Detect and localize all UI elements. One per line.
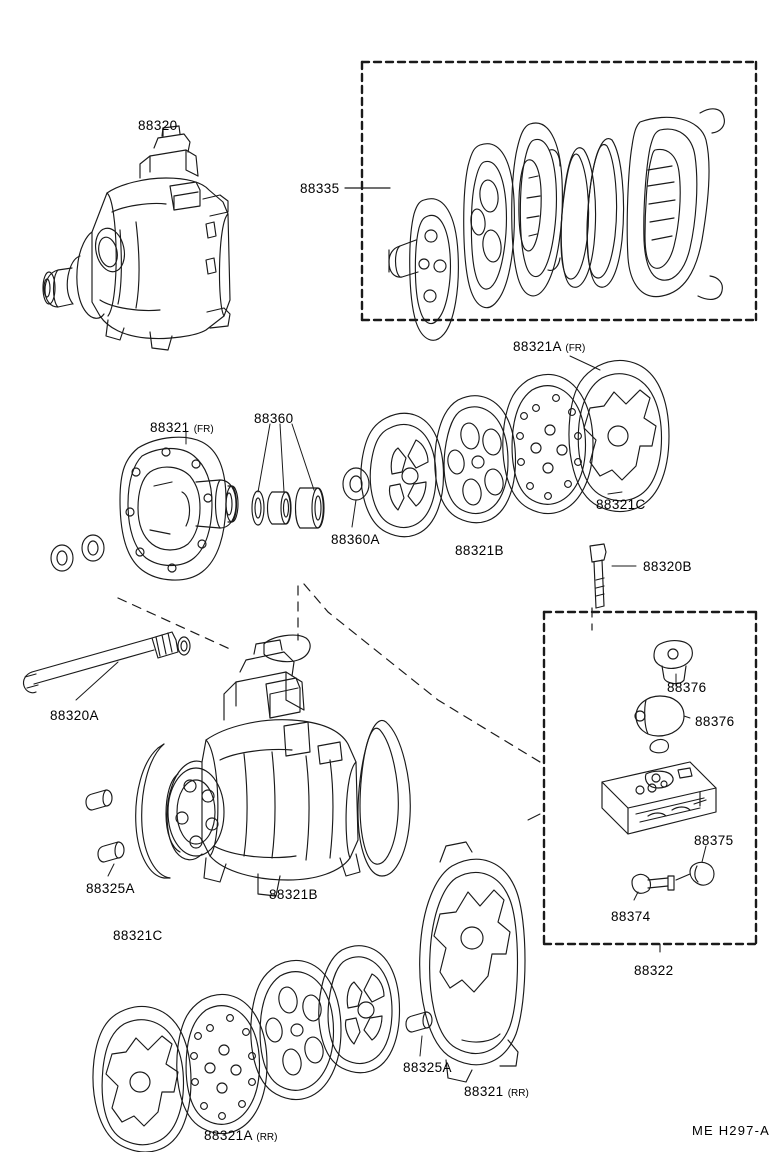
label-88335: 88335 bbox=[300, 181, 340, 196]
label-88360: 88360 bbox=[254, 411, 294, 426]
part-88335-rotor-shaft bbox=[388, 198, 459, 341]
label-88322: 88322 bbox=[634, 963, 674, 978]
label-88321C-bottom: 88321C bbox=[113, 928, 163, 943]
part-88321-perforated-plate bbox=[502, 373, 594, 515]
part-88321-fr-front-head bbox=[119, 436, 239, 581]
assembly-guide-lines bbox=[117, 583, 593, 763]
label-88321A-rr: 88321A (RR) bbox=[204, 1128, 278, 1143]
part-valve-plate-bottom bbox=[318, 945, 401, 1074]
part-88321B-mid bbox=[360, 412, 445, 538]
part-88322-thermostat bbox=[601, 761, 717, 835]
label-88321C-mid: 88321C bbox=[596, 497, 646, 512]
part-main-compressor-body bbox=[135, 634, 411, 897]
part-88335-cylinder bbox=[463, 143, 515, 309]
label-88376-bulb: 88376 bbox=[695, 714, 735, 729]
part-88374-screw bbox=[631, 873, 675, 894]
part-88335-valve-plate bbox=[511, 122, 563, 297]
label-88321-fr: 88321 (FR) bbox=[150, 420, 214, 435]
part-88375-clip bbox=[675, 861, 715, 886]
label-88320A: 88320A bbox=[50, 708, 99, 723]
part-88321C-mid bbox=[568, 359, 670, 513]
sheet-code: ME H297-A bbox=[692, 1123, 770, 1138]
label-88320: 88320 bbox=[138, 118, 178, 133]
part-88325A-pins-left bbox=[85, 789, 125, 863]
part-88321C-bottom bbox=[92, 1005, 192, 1152]
part-88335-orings bbox=[560, 137, 625, 288]
part-88321-rr-head bbox=[419, 841, 526, 1083]
label-88376-cap: 88376 bbox=[667, 680, 707, 695]
label-88321B-mid: 88321B bbox=[455, 543, 504, 558]
part-88320B-bolt bbox=[589, 543, 607, 609]
label-88321A-fr: 88321A (FR) bbox=[513, 339, 586, 354]
label-88375: 88375 bbox=[694, 833, 734, 848]
label-88321B-bottom: 88321B bbox=[269, 887, 318, 902]
label-88320B: 88320B bbox=[643, 559, 692, 574]
part-88321A-fr-disc bbox=[434, 395, 517, 524]
label-88325A-bottom: 88325A bbox=[403, 1060, 452, 1075]
dashed-box-88335 bbox=[360, 60, 758, 322]
label-88360A: 88360A bbox=[331, 532, 380, 547]
part-88325A-pin-bottom bbox=[405, 1011, 433, 1033]
dashed-box-88322 bbox=[542, 610, 758, 946]
label-88321-rr: 88321 (RR) bbox=[464, 1084, 529, 1099]
part-88376-cap bbox=[653, 640, 693, 685]
part-88335-rear-head bbox=[626, 108, 725, 301]
part-88376-bulb bbox=[634, 695, 685, 754]
part-washers-left bbox=[50, 534, 105, 572]
part-88321B-bottom bbox=[250, 959, 342, 1101]
label-88374: 88374 bbox=[611, 909, 651, 924]
label-88325A-left: 88325A bbox=[86, 881, 135, 896]
part-88320A-bolt bbox=[22, 631, 191, 694]
part-88320-compressor bbox=[42, 125, 231, 351]
part-88360-seal-stack bbox=[251, 467, 370, 529]
